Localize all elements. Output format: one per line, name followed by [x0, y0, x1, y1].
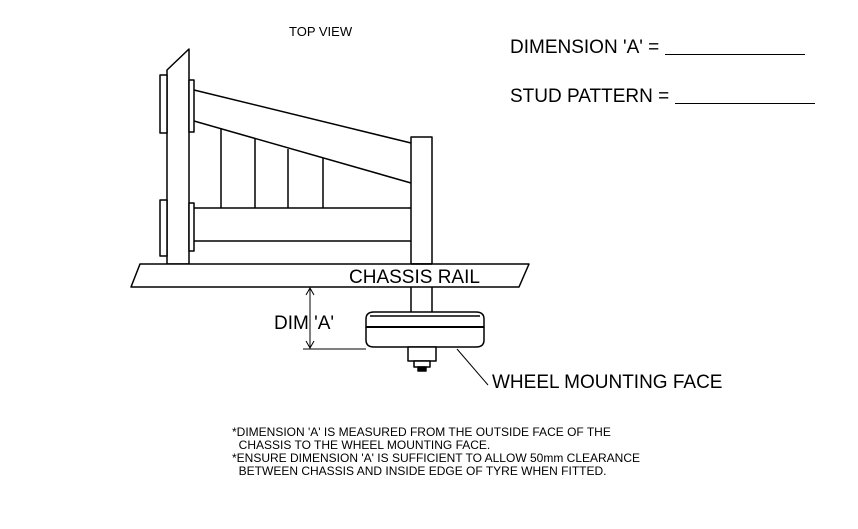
note-line-4: BETWEEN CHASSIS AND INSIDE EDGE OF TYRE …	[232, 464, 607, 478]
chassis-rail-label: CHASSIS RAIL	[349, 267, 480, 288]
dim-a-label: DIM 'A'	[274, 313, 335, 334]
stud-pattern-blank[interactable]	[675, 103, 816, 104]
chassis-rail	[130, 263, 530, 288]
diagonal-beam	[193, 89, 412, 184]
left-upper-plate	[188, 79, 195, 133]
stud-pattern-label: STUD PATTERN =	[510, 86, 670, 107]
right-vertical-post	[410, 136, 433, 265]
stud-pattern-field: STUD PATTERN =	[510, 86, 816, 107]
left-upper-bracket	[159, 74, 168, 134]
dimension-a-field: DIMENSION 'A' =	[510, 37, 806, 58]
left-vertical-post	[166, 48, 190, 265]
notes-block: *DIMENSION 'A' IS MEASURED FROM THE OUTS…	[232, 426, 640, 478]
vertical-struts	[220, 128, 324, 208]
left-lower-bracket	[159, 199, 168, 257]
axle-shaft	[410, 287, 433, 312]
note-line-1: *DIMENSION 'A' IS MEASURED FROM THE OUTS…	[232, 425, 611, 439]
dimension-a-label: DIMENSION 'A' =	[510, 37, 660, 58]
dimension-a-blank[interactable]	[665, 54, 806, 55]
note-line-2: CHASSIS TO THE WHEEL MOUNTING FACE.	[232, 438, 491, 452]
horizontal-beam	[194, 207, 411, 242]
view-title: TOP VIEW	[289, 24, 353, 39]
dimension-a-line	[303, 287, 366, 350]
hub-nut	[407, 346, 437, 372]
wheel-mounting-face-label: WHEEL MOUNTING FACE	[492, 372, 723, 393]
wheel-hub	[365, 311, 485, 348]
note-line-3: *ENSURE DIMENSION 'A' IS SUFFICIENT TO A…	[232, 451, 640, 465]
left-lower-plate	[188, 202, 195, 252]
wheel-face-leader	[456, 348, 489, 386]
